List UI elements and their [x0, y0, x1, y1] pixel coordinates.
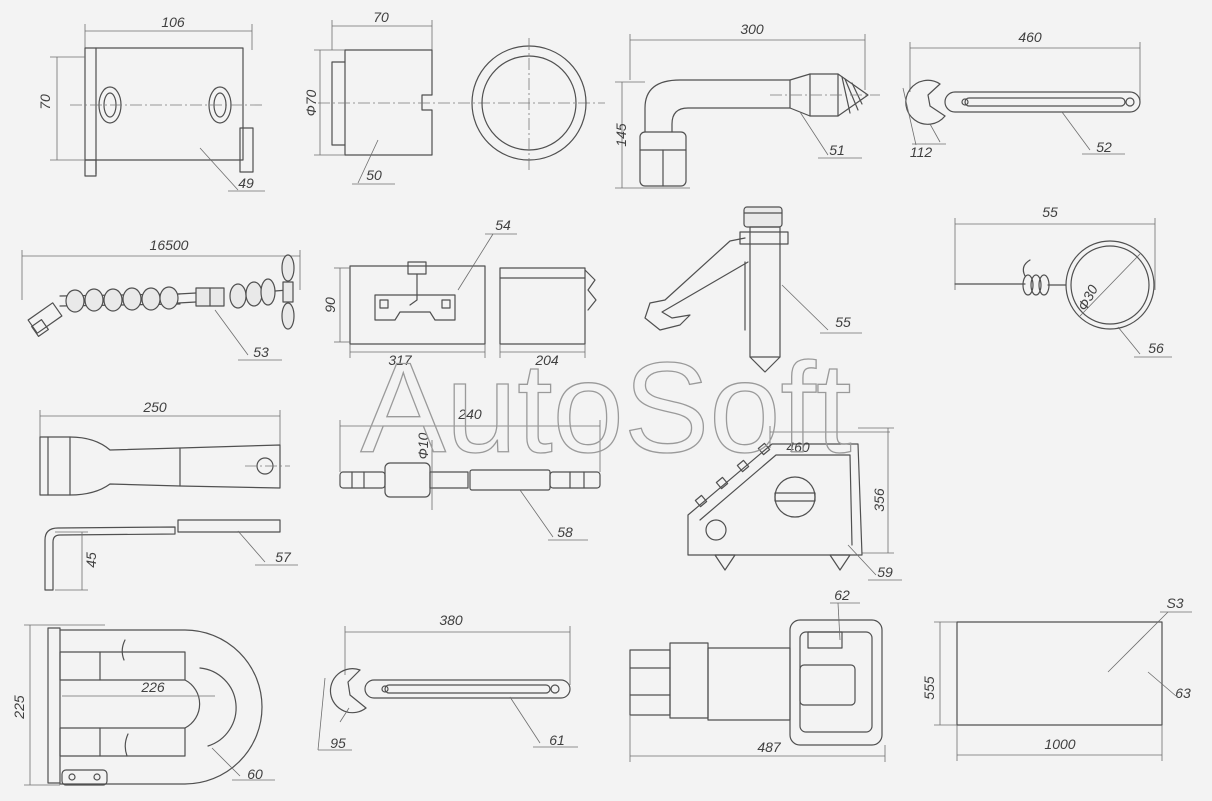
part-50-drawing [314, 20, 605, 185]
part-49-drawing [50, 24, 265, 192]
part-61-jaw-dim: 95 [330, 735, 346, 751]
part-59-width-dim: 460 [786, 439, 810, 455]
part-51-height-dim: 145 [613, 123, 629, 147]
part-53-number: 53 [253, 344, 269, 360]
part-58-length-dim: 240 [457, 406, 482, 422]
part-59-drawing [687, 426, 902, 581]
watermark: AutoSoft [361, 337, 852, 480]
part-63-number: 63 [1175, 685, 1191, 701]
part-58-drawing [339, 420, 601, 541]
part-54-drawing [334, 233, 597, 358]
part-63-callout-top: S3 [1166, 595, 1183, 611]
part-62-drawing [629, 602, 886, 762]
part-60-number: 60 [247, 766, 263, 782]
part-56-number: 56 [1148, 340, 1164, 356]
part-52-drawing [902, 42, 1141, 155]
part-61-drawing [317, 626, 578, 751]
part-60-drawing [24, 624, 275, 786]
part-57-number: 57 [275, 549, 292, 565]
part-58-number: 58 [557, 524, 573, 540]
part-51-drawing [615, 34, 880, 189]
part-61-number: 61 [549, 732, 565, 748]
part-58-diameter-dim: Ф10 [415, 432, 431, 459]
part-57-drawing [39, 410, 298, 591]
part-61-length-dim: 380 [439, 612, 463, 628]
part-63-drawing [934, 611, 1192, 761]
part-55-drawing [644, 206, 862, 373]
part-52-jaw-dim: 112 [910, 144, 933, 160]
part-52-length-dim: 460 [1018, 29, 1042, 45]
part-57-length-dim: 250 [142, 399, 167, 415]
part-49-width-dim: 106 [161, 14, 185, 30]
part-56-drawing [954, 218, 1172, 358]
part-54-front-length-dim: 317 [388, 352, 413, 368]
part-54-height-dim: 90 [322, 297, 338, 313]
part-50-diameter-dim: Ф70 [303, 89, 319, 116]
part-52-number: 52 [1096, 139, 1112, 155]
part-56-length-dim: 55 [1042, 204, 1058, 220]
part-50-length-dim: 70 [373, 9, 389, 25]
part-57-height-dim: 45 [83, 552, 99, 568]
part-53-length-dim: 16500 [150, 237, 189, 253]
part-55-number: 55 [835, 314, 851, 330]
part-63-length-dim: 1000 [1044, 736, 1075, 752]
part-59-number: 59 [877, 564, 893, 580]
part-51-length-dim: 300 [740, 21, 764, 37]
part-63-height-dim: 555 [921, 676, 937, 700]
part-59-height-dim: 356 [871, 488, 887, 512]
part-54-side-length-dim: 204 [534, 352, 559, 368]
part-56-diameter-dim: Ф30 [1074, 282, 1101, 313]
part-50-number: 50 [366, 167, 382, 183]
part-49-number: 49 [238, 175, 254, 191]
part-54-number: 54 [495, 217, 511, 233]
part-60-height-dim: 225 [11, 695, 27, 720]
part-53-drawing [21, 250, 301, 361]
part-60-width-dim: 226 [140, 679, 165, 695]
part-51-number: 51 [829, 142, 845, 158]
part-49-height-dim: 70 [37, 94, 53, 110]
part-62-number: 62 [834, 587, 850, 603]
part-62-length-dim: 487 [757, 739, 782, 755]
